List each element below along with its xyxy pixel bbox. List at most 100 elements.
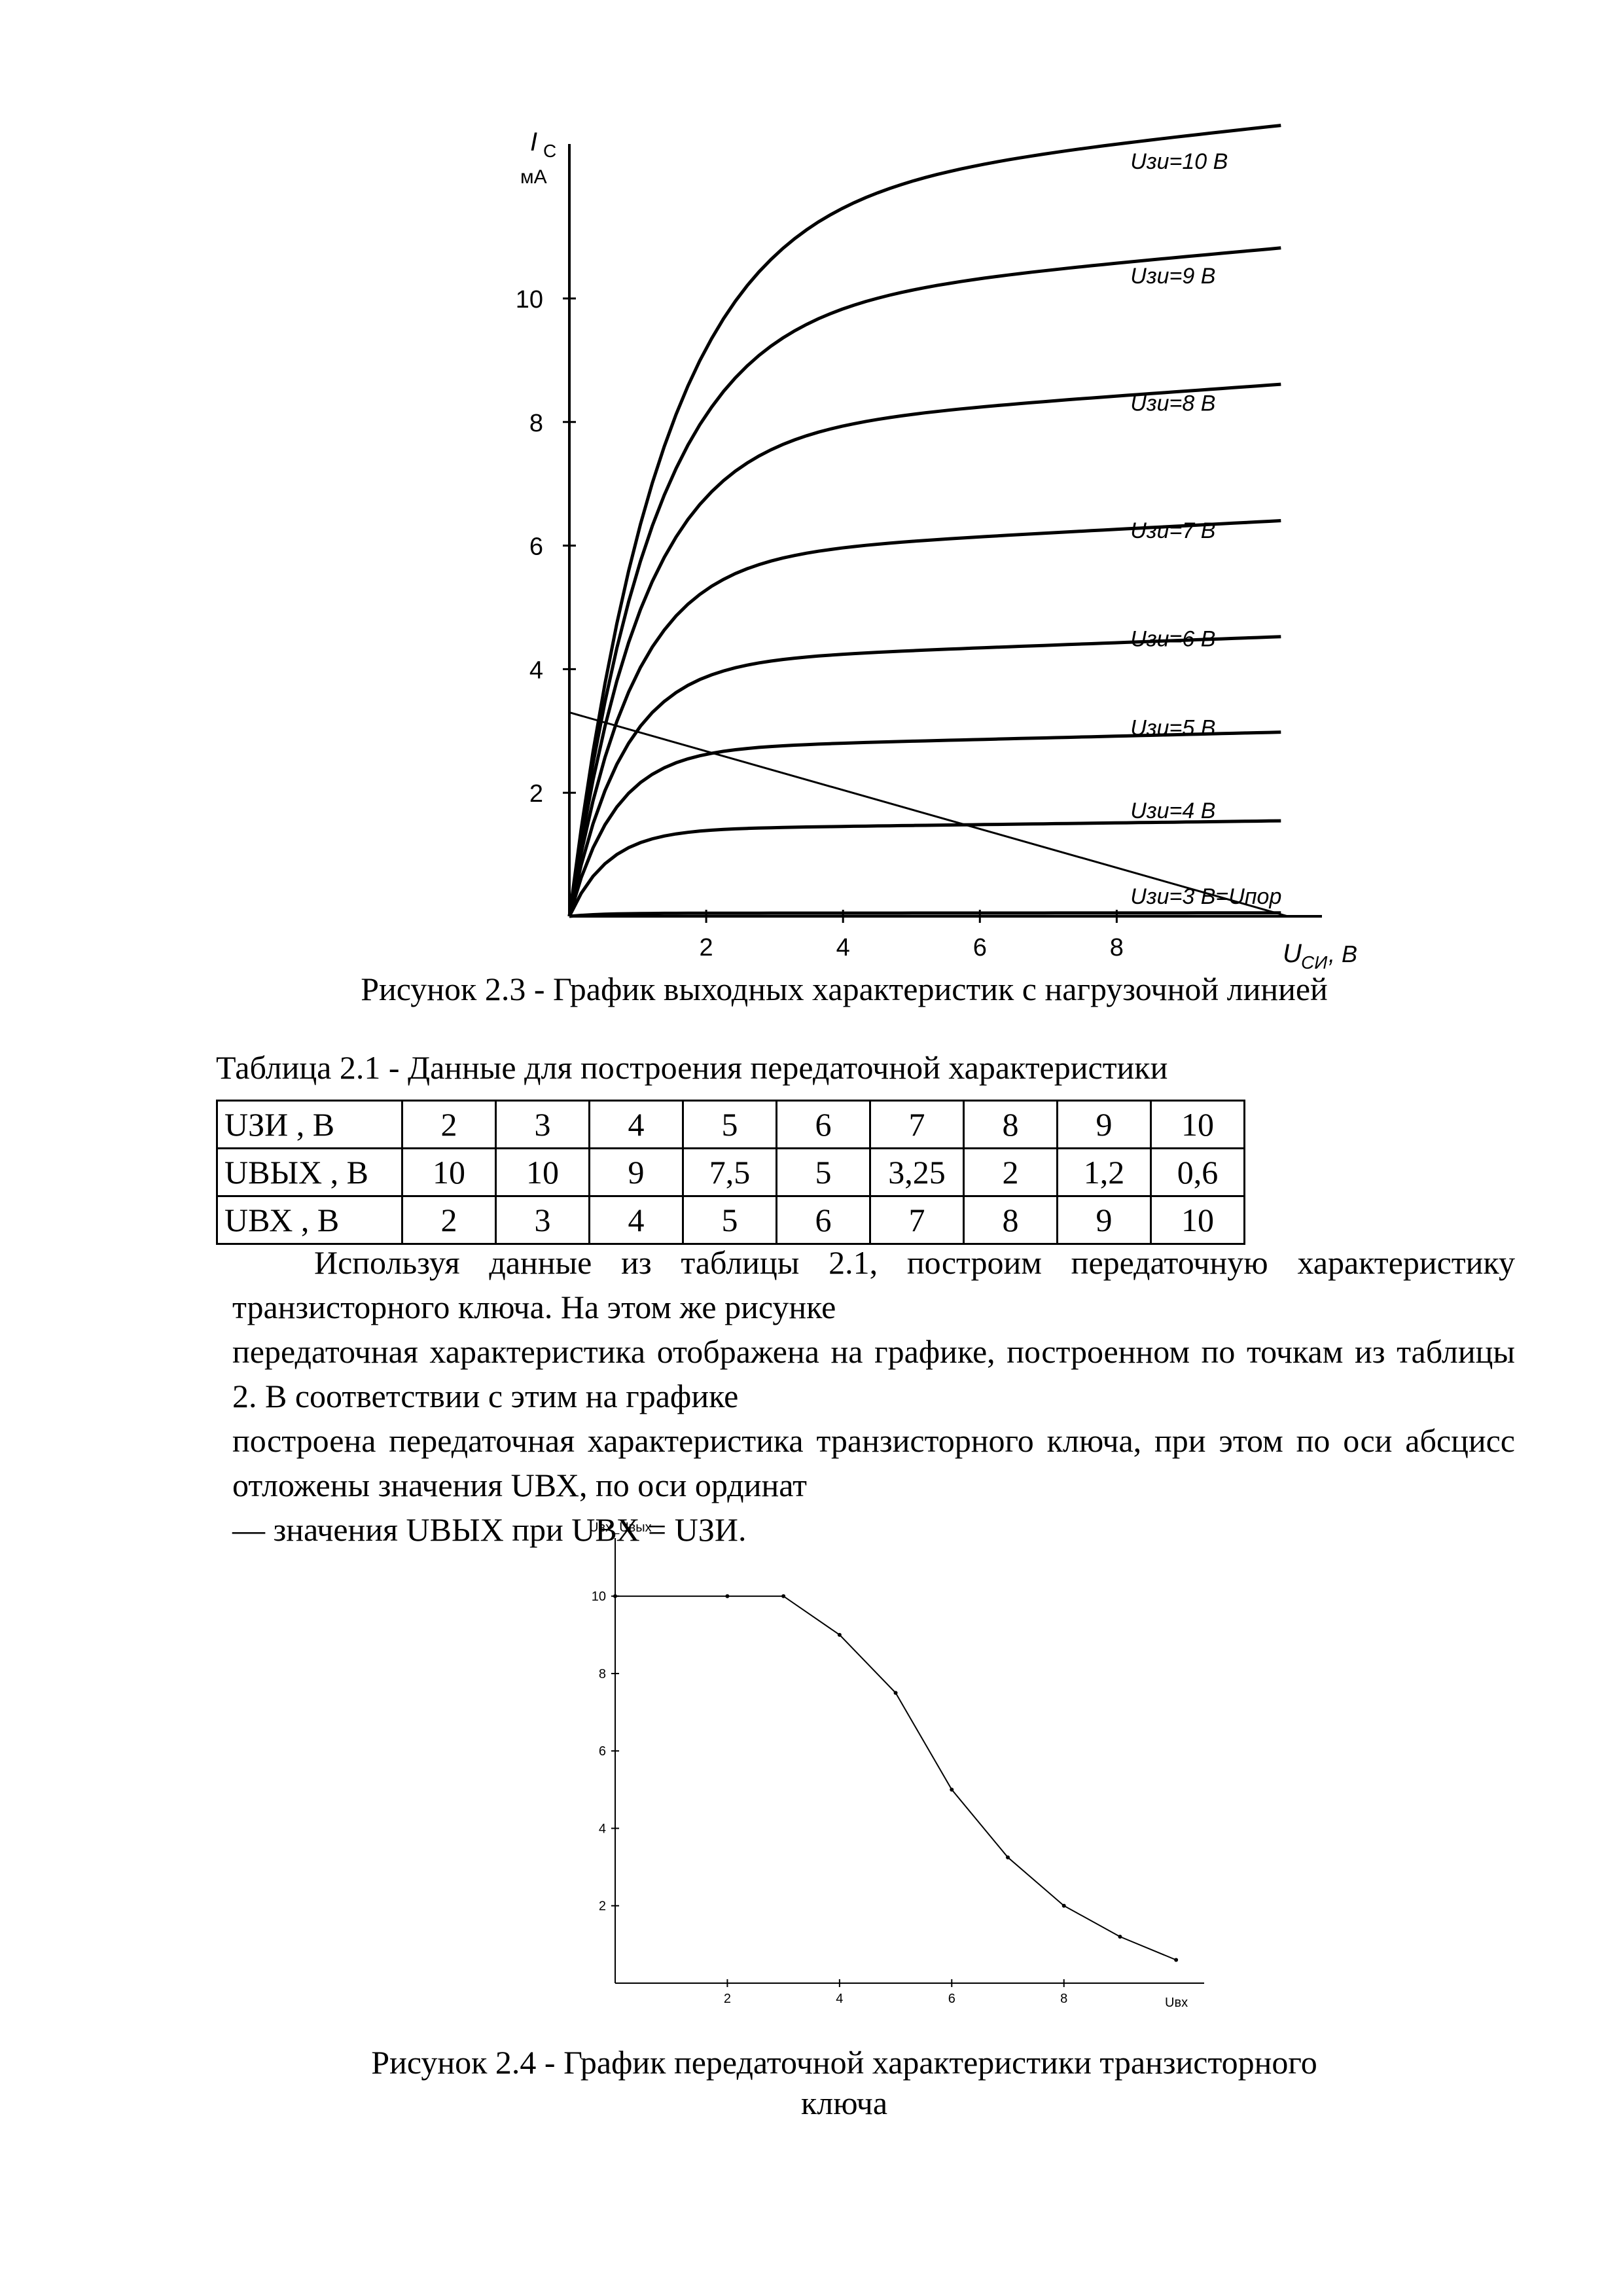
curve-label: Uзи=3 В=Uпор [1130, 884, 1281, 909]
curve-label: Uзи=5 В [1130, 715, 1215, 740]
paragraph-line: — значения UВЫХ при UВХ = UЗИ. [232, 1511, 747, 1548]
y-axis-label: Uвх_Uвых [589, 1520, 652, 1535]
x-tick-label: 2 [724, 1992, 731, 2006]
y-tick-label: 6 [529, 533, 543, 561]
table-cell: 7,5 [682, 1147, 777, 1197]
table-cell: 0,6 [1150, 1147, 1245, 1197]
data-point [1118, 1935, 1122, 1939]
data-point [1174, 1958, 1179, 1962]
row-header: UЗИ , В [216, 1100, 403, 1149]
table-cell: 3 [495, 1195, 590, 1245]
table-cell: 1,2 [1056, 1147, 1152, 1197]
output-curve [567, 519, 1281, 917]
table-cell: 9 [588, 1147, 684, 1197]
y-tick-label: 10 [516, 286, 543, 314]
body-paragraph: Используя данные из таблицы 2.1, построи… [232, 1240, 1515, 1552]
data-point [837, 1632, 842, 1637]
table-cell: 2 [401, 1100, 497, 1149]
output-curve [569, 911, 1281, 918]
output-curve [567, 819, 1281, 918]
table-cell: 10 [401, 1147, 497, 1197]
row-header: UВЫХ , В [216, 1147, 403, 1197]
table-cell: 9 [1056, 1195, 1152, 1245]
paragraph-line: Используя данные из таблицы 2.1, построи… [232, 1244, 1515, 1325]
y-axis-unit: мА [520, 166, 547, 188]
table-cell: 2 [963, 1147, 1058, 1197]
table-cell: 2 [401, 1195, 497, 1245]
y-tick-label: 10 [592, 1590, 606, 1604]
table-cell: 4 [588, 1195, 684, 1245]
x-axis-label-sub: СИ [1301, 952, 1328, 973]
row-header: UВХ , В [216, 1195, 403, 1245]
y-tick-label: 8 [599, 1667, 606, 1681]
x-tick-label: 2 [700, 934, 713, 961]
curve-label: Uзи=6 В [1130, 626, 1215, 651]
curve-label: Uзи=8 В [1130, 391, 1215, 416]
table-cell: 5 [682, 1195, 777, 1245]
x-tick-label: 4 [836, 934, 850, 961]
data-point [893, 1691, 898, 1695]
x-tick-label: 4 [836, 1992, 843, 2006]
x-axis-label: U [1283, 939, 1302, 968]
x-tick-label: 8 [1060, 1992, 1067, 2006]
y-tick-label: 8 [529, 410, 543, 437]
transfer-curve [615, 1595, 1177, 1961]
table-cell: 9 [1056, 1100, 1152, 1149]
table-cell: 10 [1150, 1100, 1245, 1149]
figure2-caption-line1: Рисунок 2.4 - График передаточной характ… [371, 2044, 1317, 2081]
y-tick-label: 2 [599, 1899, 606, 1914]
data-point [781, 1594, 786, 1598]
table-cell: 7 [869, 1195, 965, 1245]
table-cell: 10 [1150, 1195, 1245, 1245]
data-point [725, 1594, 730, 1598]
table-cell: 8 [963, 1195, 1058, 1245]
x-axis-unit: , В [1329, 941, 1357, 967]
data-point [613, 1594, 617, 1598]
x-axis-label: Uвх [1165, 1996, 1188, 2010]
table-cell: 8 [963, 1100, 1058, 1149]
table-caption: Таблица 2.1 - Данные для построения пере… [216, 1049, 1168, 1086]
paragraph-line: построена передаточная характеристика тр… [232, 1422, 1515, 1503]
curve-label: Uзи=10 В [1130, 149, 1228, 174]
table-cell: 5 [682, 1100, 777, 1149]
load-line [569, 711, 1289, 918]
table-cell: 3,25 [869, 1147, 965, 1197]
y-tick-label: 4 [599, 1821, 606, 1836]
y-axis-label-sub: C [543, 141, 556, 161]
figure2-caption-line2: ключа [800, 2085, 888, 2121]
paragraph-line: передаточная характеристика отображена н… [232, 1333, 1515, 1414]
x-tick-label: 6 [973, 934, 987, 961]
table-cell: 3 [495, 1100, 590, 1149]
output-curve [567, 382, 1281, 917]
table-cell: 7 [869, 1100, 965, 1149]
output-curve [567, 124, 1281, 917]
y-axis-label: I [530, 128, 537, 156]
y-tick-label: 2 [529, 780, 543, 808]
table-cell: 4 [588, 1100, 684, 1149]
table-cell: 6 [776, 1100, 871, 1149]
curve-label: Uзи=4 В [1130, 798, 1215, 823]
y-tick-label: 4 [529, 656, 543, 684]
data-point [1061, 1903, 1066, 1908]
data-point [950, 1787, 954, 1792]
data-point [1006, 1855, 1010, 1859]
figure1-caption: Рисунок 2.3 - График выходных характерис… [361, 971, 1328, 1007]
output-curve [567, 730, 1281, 917]
x-tick-label: 6 [948, 1992, 955, 2006]
table-cell: 5 [776, 1147, 871, 1197]
output-curve [567, 246, 1281, 917]
output-curve [567, 635, 1281, 917]
curve-label: Uзи=7 В [1130, 518, 1215, 543]
curve-label: Uзи=9 В [1130, 264, 1215, 289]
figure2-caption: Рисунок 2.4 - График передаточной характ… [196, 2042, 1492, 2123]
y-tick-label: 6 [599, 1744, 606, 1759]
table-cell: 10 [495, 1147, 590, 1197]
table-cell: 6 [776, 1195, 871, 1245]
x-tick-label: 8 [1110, 934, 1124, 961]
